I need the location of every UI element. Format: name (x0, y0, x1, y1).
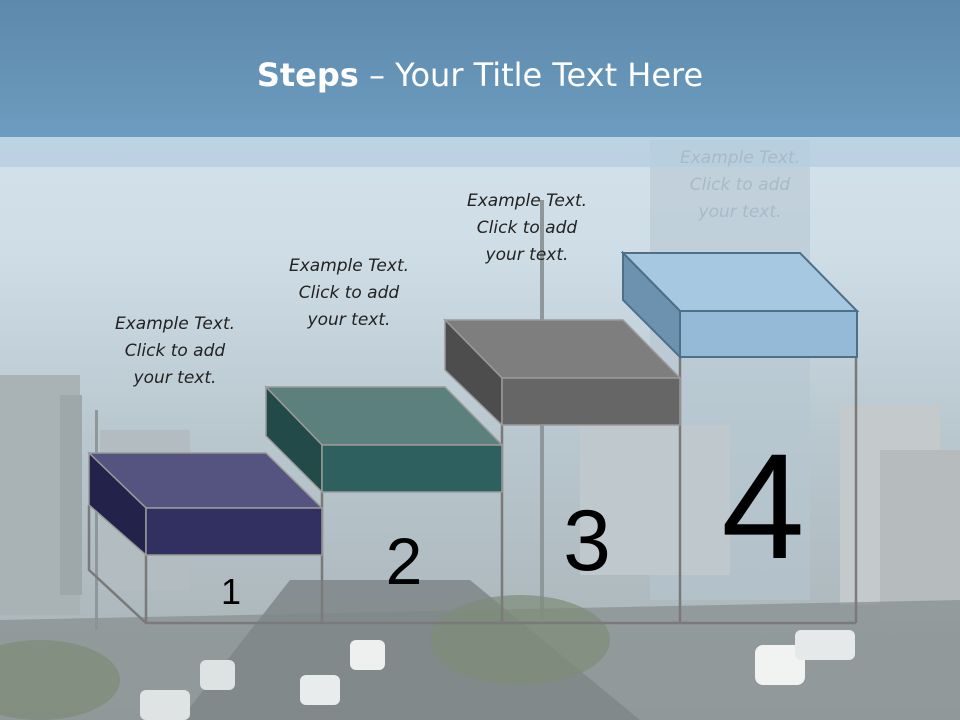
step-2-text[interactable]: Example Text. Click to add your text. (288, 256, 410, 330)
step-4-text[interactable]: Example Text. Click to add your text. (679, 148, 801, 222)
slide-title[interactable]: Steps – Your Title Text Here (0, 56, 960, 94)
step-3-number: 3 (563, 493, 611, 589)
title-bar (0, 0, 960, 137)
title-rest: – Your Title Text Here (358, 56, 704, 94)
step-1-block[interactable] (87, 451, 324, 557)
staircase-outline (87, 357, 858, 625)
step-1-text[interactable]: Example Text. Click to add your text. (114, 314, 236, 388)
step-4-number: 4 (721, 422, 804, 590)
step-3-front (501, 377, 681, 426)
step-4-front (679, 310, 858, 358)
step-1-number: 1 (221, 571, 241, 612)
step-1-front (145, 507, 323, 556)
step-4-block[interactable] (620, 250, 860, 360)
step-2-number: 2 (386, 524, 423, 598)
step-2-front (321, 444, 503, 493)
title-bold: Steps (256, 56, 359, 94)
step-3-block[interactable] (443, 318, 682, 427)
title-bar-band (0, 137, 960, 167)
step-3-text[interactable]: Example Text. Click to add your text. (466, 191, 588, 265)
step-2-block[interactable] (264, 385, 504, 494)
